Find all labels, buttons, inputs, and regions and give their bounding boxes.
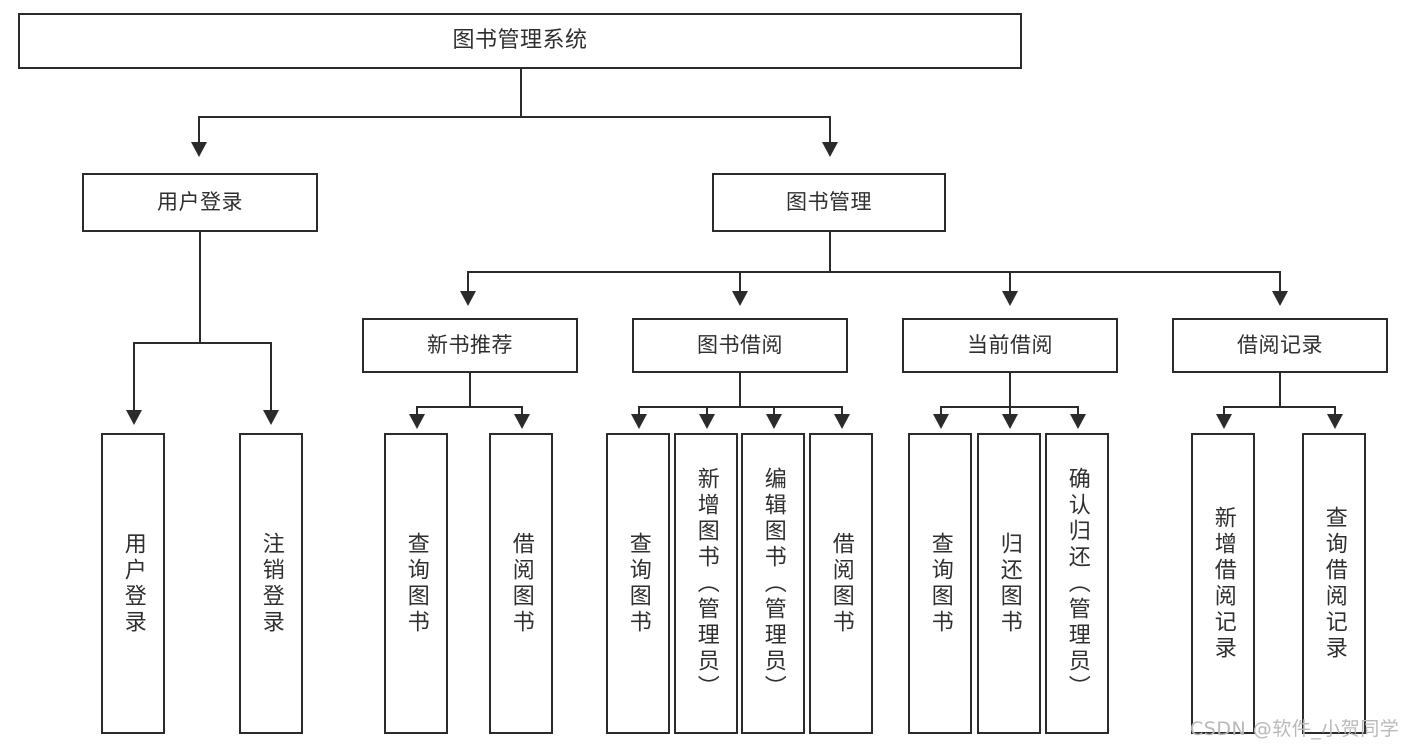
arrowhead-bb-leaf-3 [766, 414, 782, 429]
node-label: 当前借阅 [967, 332, 1053, 357]
node-label: 借阅记录 [1237, 332, 1323, 357]
leaf-user-login[interactable]: 用户登录 [101, 433, 165, 734]
connector-root-to-user-login [198, 116, 200, 144]
arrowhead-book-mgmt [822, 142, 838, 157]
arrowhead-leaf-user-login [126, 410, 142, 425]
connector-bb-stem [739, 373, 741, 407]
leaf-bb-add-book-admin[interactable]: 新增图书（管理员） [674, 433, 738, 734]
leaf-cb-query-book[interactable]: 查询图书 [908, 433, 972, 734]
arrowhead-leaf-logout [263, 410, 279, 425]
arrowhead-user-login [191, 142, 207, 157]
leaf-bb-edit-book-admin[interactable]: 编辑图书（管理员） [741, 433, 805, 734]
leaf-br-query-record[interactable]: 查询借阅记录 [1302, 433, 1366, 734]
leaf-cb-return-book[interactable]: 归还图书 [977, 433, 1041, 734]
leaf-nbr-borrow-book[interactable]: 借阅图书 [489, 433, 553, 734]
node-label: 图书借阅 [697, 332, 783, 357]
connector-bm-to-new-book [467, 271, 469, 293]
arrowhead-bb-leaf-4 [834, 414, 850, 429]
connector-user-login-right-drop [270, 342, 272, 412]
leaf-label: 借阅图书 [508, 531, 534, 636]
connector-cb-drop-3 [1077, 406, 1079, 416]
arrowhead-borrow-records [1272, 291, 1288, 306]
node-label: 新书推荐 [427, 332, 513, 357]
node-label: 图书管理系统 [452, 27, 588, 53]
leaf-label: 查询图书 [927, 531, 953, 636]
connector-book-mgmt-stem [829, 232, 831, 272]
leaf-label: 编辑图书（管理员） [760, 466, 786, 701]
connector-bm-to-borrow-records [1279, 271, 1281, 293]
leaf-nbr-query-book[interactable]: 查询图书 [384, 433, 448, 734]
leaf-label: 确认归还（管理员） [1064, 466, 1090, 701]
connector-bm-to-current-borrow [1009, 271, 1011, 293]
node-label: 图书管理 [786, 189, 872, 214]
arrowhead-br-leaf-1 [1216, 414, 1232, 429]
leaf-br-add-record[interactable]: 新增借阅记录 [1191, 433, 1255, 734]
node-book-borrow[interactable]: 图书借阅 [632, 318, 848, 373]
arrowhead-nbr-leaf-1 [409, 414, 425, 429]
leaf-label: 新增图书（管理员） [693, 466, 719, 701]
leaf-label: 查询借阅记录 [1321, 505, 1347, 662]
node-current-borrow[interactable]: 当前借阅 [902, 318, 1118, 373]
connector-user-login-stem [199, 232, 201, 343]
node-new-book-recommend[interactable]: 新书推荐 [362, 318, 578, 373]
node-borrow-records[interactable]: 借阅记录 [1172, 318, 1388, 373]
connector-bb-drop-4 [841, 406, 843, 416]
leaf-bb-query-book[interactable]: 查询图书 [606, 433, 670, 734]
arrowhead-cb-leaf-2 [1002, 414, 1018, 429]
connector-bb-drop-3 [773, 406, 775, 416]
connector-nbr-drop-2 [521, 406, 523, 416]
connector-root-bus [199, 116, 831, 118]
connector-bb-drop-1 [638, 406, 640, 416]
leaf-bb-borrow-book[interactable]: 借阅图书 [809, 433, 873, 734]
leaf-label: 查询图书 [625, 531, 651, 636]
connector-bb-drop-2 [706, 406, 708, 416]
node-user-login[interactable]: 用户登录 [82, 173, 318, 232]
arrowhead-new-book-recommend [460, 291, 476, 306]
connector-bm-to-book-borrow [739, 271, 741, 293]
leaf-label: 注销登录 [258, 531, 284, 636]
connector-root-stem [520, 69, 522, 117]
connector-cb-drop-2 [1009, 406, 1011, 416]
connector-nbr-drop-1 [416, 406, 418, 416]
connector-bb-bus [639, 406, 843, 408]
leaf-label: 新增借阅记录 [1210, 505, 1236, 662]
leaf-label: 借阅图书 [828, 531, 854, 636]
connector-book-mgmt-bus [468, 271, 1280, 273]
leaf-cb-confirm-return-admin[interactable]: 确认归还（管理员） [1045, 433, 1109, 734]
connector-br-drop-2 [1334, 406, 1336, 416]
arrowhead-cb-leaf-3 [1070, 414, 1086, 429]
arrowhead-book-borrow [732, 291, 748, 306]
leaf-label: 归还图书 [996, 531, 1022, 636]
arrowhead-bb-leaf-2 [699, 414, 715, 429]
connector-cb-stem [1009, 373, 1011, 407]
arrowhead-nbr-leaf-2 [514, 414, 530, 429]
connector-br-stem [1279, 373, 1281, 407]
connector-nbr-bus [417, 406, 523, 408]
node-book-management[interactable]: 图书管理 [712, 173, 946, 232]
connector-user-login-bus [134, 342, 271, 344]
leaf-logout[interactable]: 注销登录 [239, 433, 303, 734]
arrowhead-bb-leaf-1 [631, 414, 647, 429]
leaf-label: 用户登录 [120, 531, 146, 636]
connector-root-to-book-mgmt [829, 116, 831, 144]
arrowhead-current-borrow [1002, 291, 1018, 306]
connector-nbr-stem [469, 373, 471, 407]
node-label: 用户登录 [157, 189, 243, 214]
arrowhead-br-leaf-2 [1327, 414, 1343, 429]
node-root-system[interactable]: 图书管理系统 [18, 13, 1022, 69]
connector-br-drop-1 [1223, 406, 1225, 416]
connector-user-login-left-drop [133, 342, 135, 412]
connector-cb-drop-1 [940, 406, 942, 416]
leaf-label: 查询图书 [403, 531, 429, 636]
connector-br-bus [1224, 406, 1336, 408]
arrowhead-cb-leaf-1 [933, 414, 949, 429]
